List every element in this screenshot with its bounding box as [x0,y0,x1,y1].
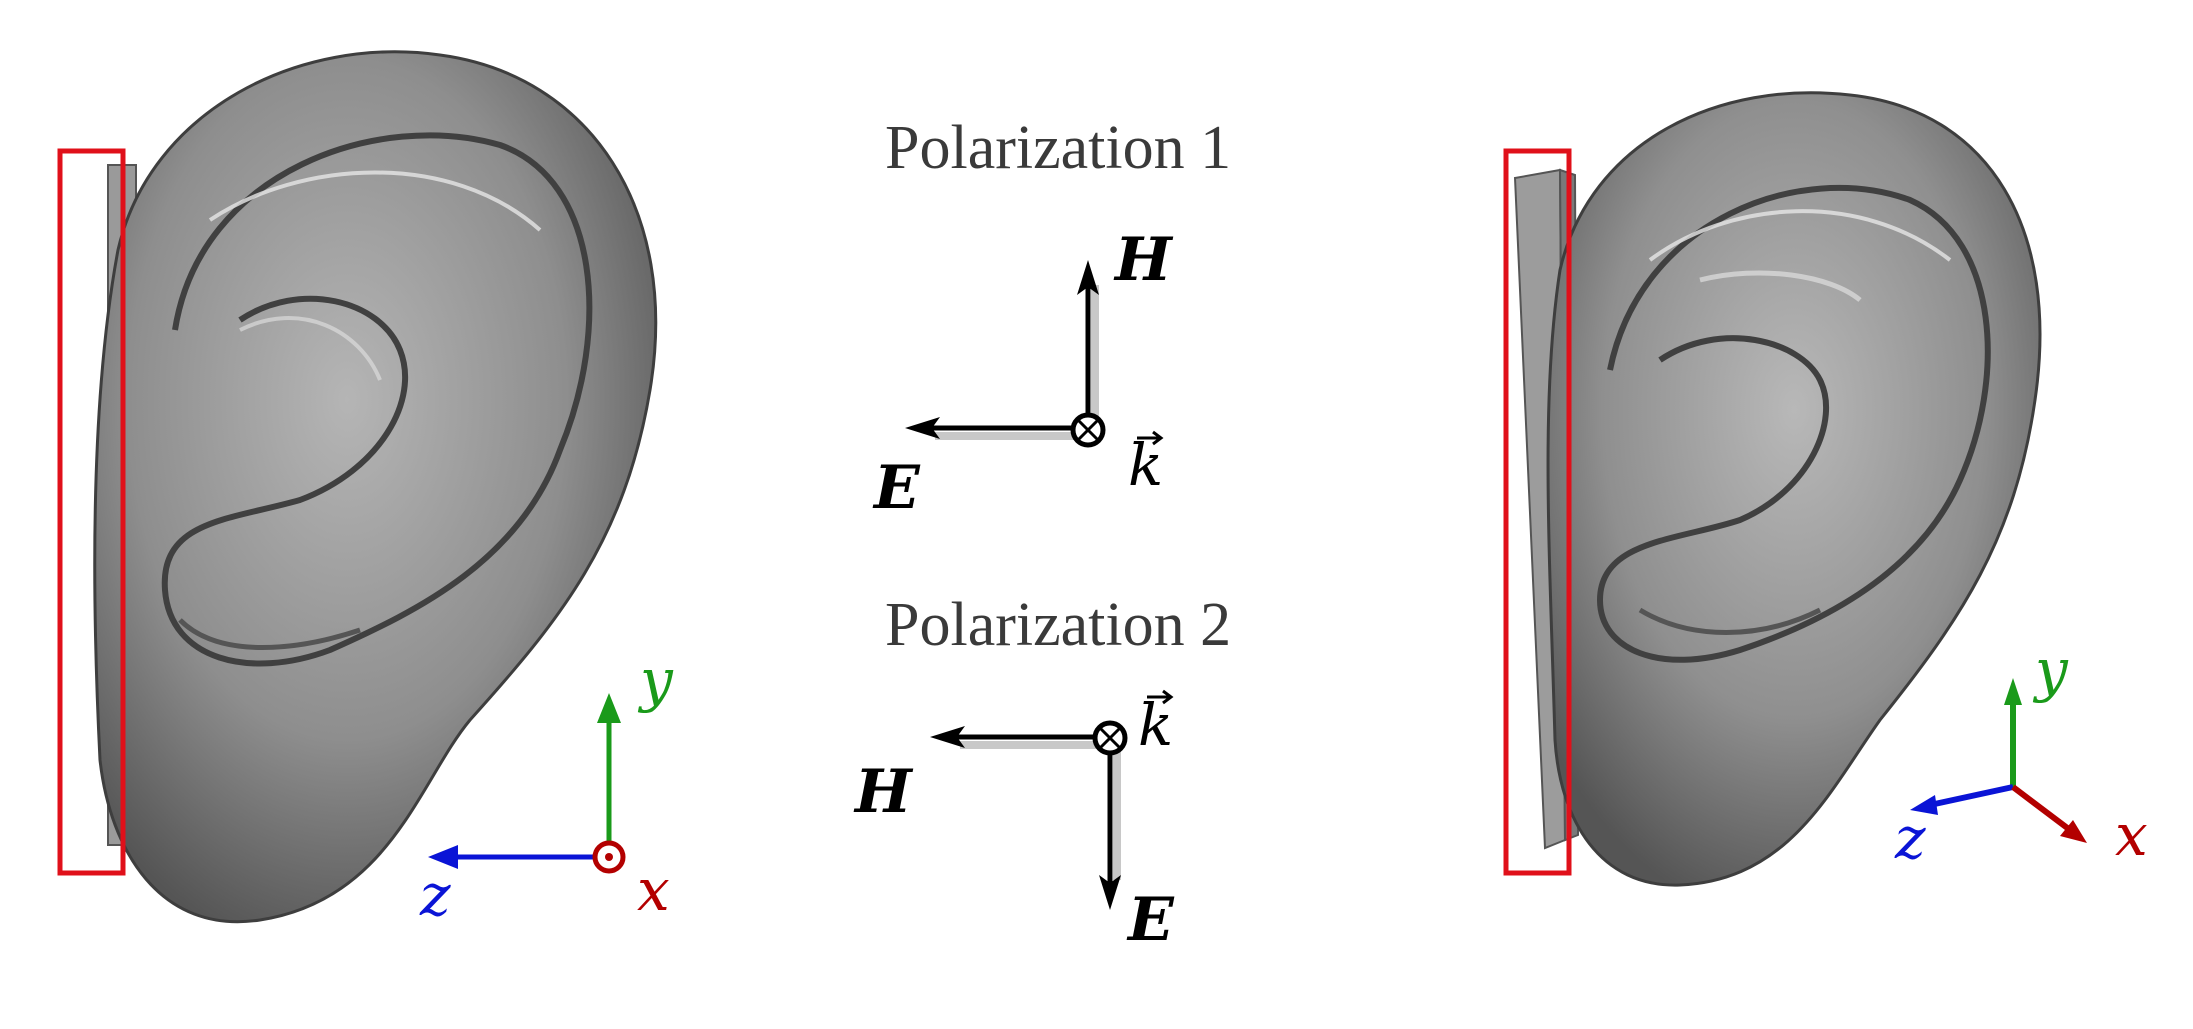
ear-oblique-view-icon [1513,91,2042,887]
right-y-label: y [2032,636,2069,704]
polarization-2-e-label: E [1126,885,1175,955]
circle-dot-icon [592,840,626,874]
circle-cross-icon [1092,720,1128,756]
polarization-2-diagram: Polarization 2 H E k [853,591,1231,955]
polarization-2-h-label: H [853,757,914,827]
polarization-1-title: Polarization 1 [885,114,1231,182]
left-highlight-box [57,148,126,876]
left-ear-model [57,50,658,924]
polarization-2-k-arrow-accent [1147,689,1174,705]
right-z-label: z [1894,804,1926,872]
polarization-1-k-arrow-accent [1137,430,1164,446]
right-highlight-box [1503,148,1572,876]
left-z-label: z [419,861,451,929]
polarization-2-k-label: k [1138,691,1173,759]
circle-cross-icon [1070,412,1106,448]
polarization-1-h-label: H [1113,225,1174,295]
ear-side-view-icon [93,50,658,924]
right-x-label: x [2115,801,2148,869]
right-ear-model [1503,91,2042,887]
left-x-label: x [637,856,670,924]
polarization-1-diagram: Polarization 1 H E k [872,114,1231,523]
right-axes-triad: y z x [1894,636,2148,872]
polarization-2-title: Polarization 2 [885,591,1231,659]
left-axes-triad: y z x [419,646,674,929]
polarization-1-e-label: E [872,453,921,523]
left-y-label: y [637,646,674,714]
